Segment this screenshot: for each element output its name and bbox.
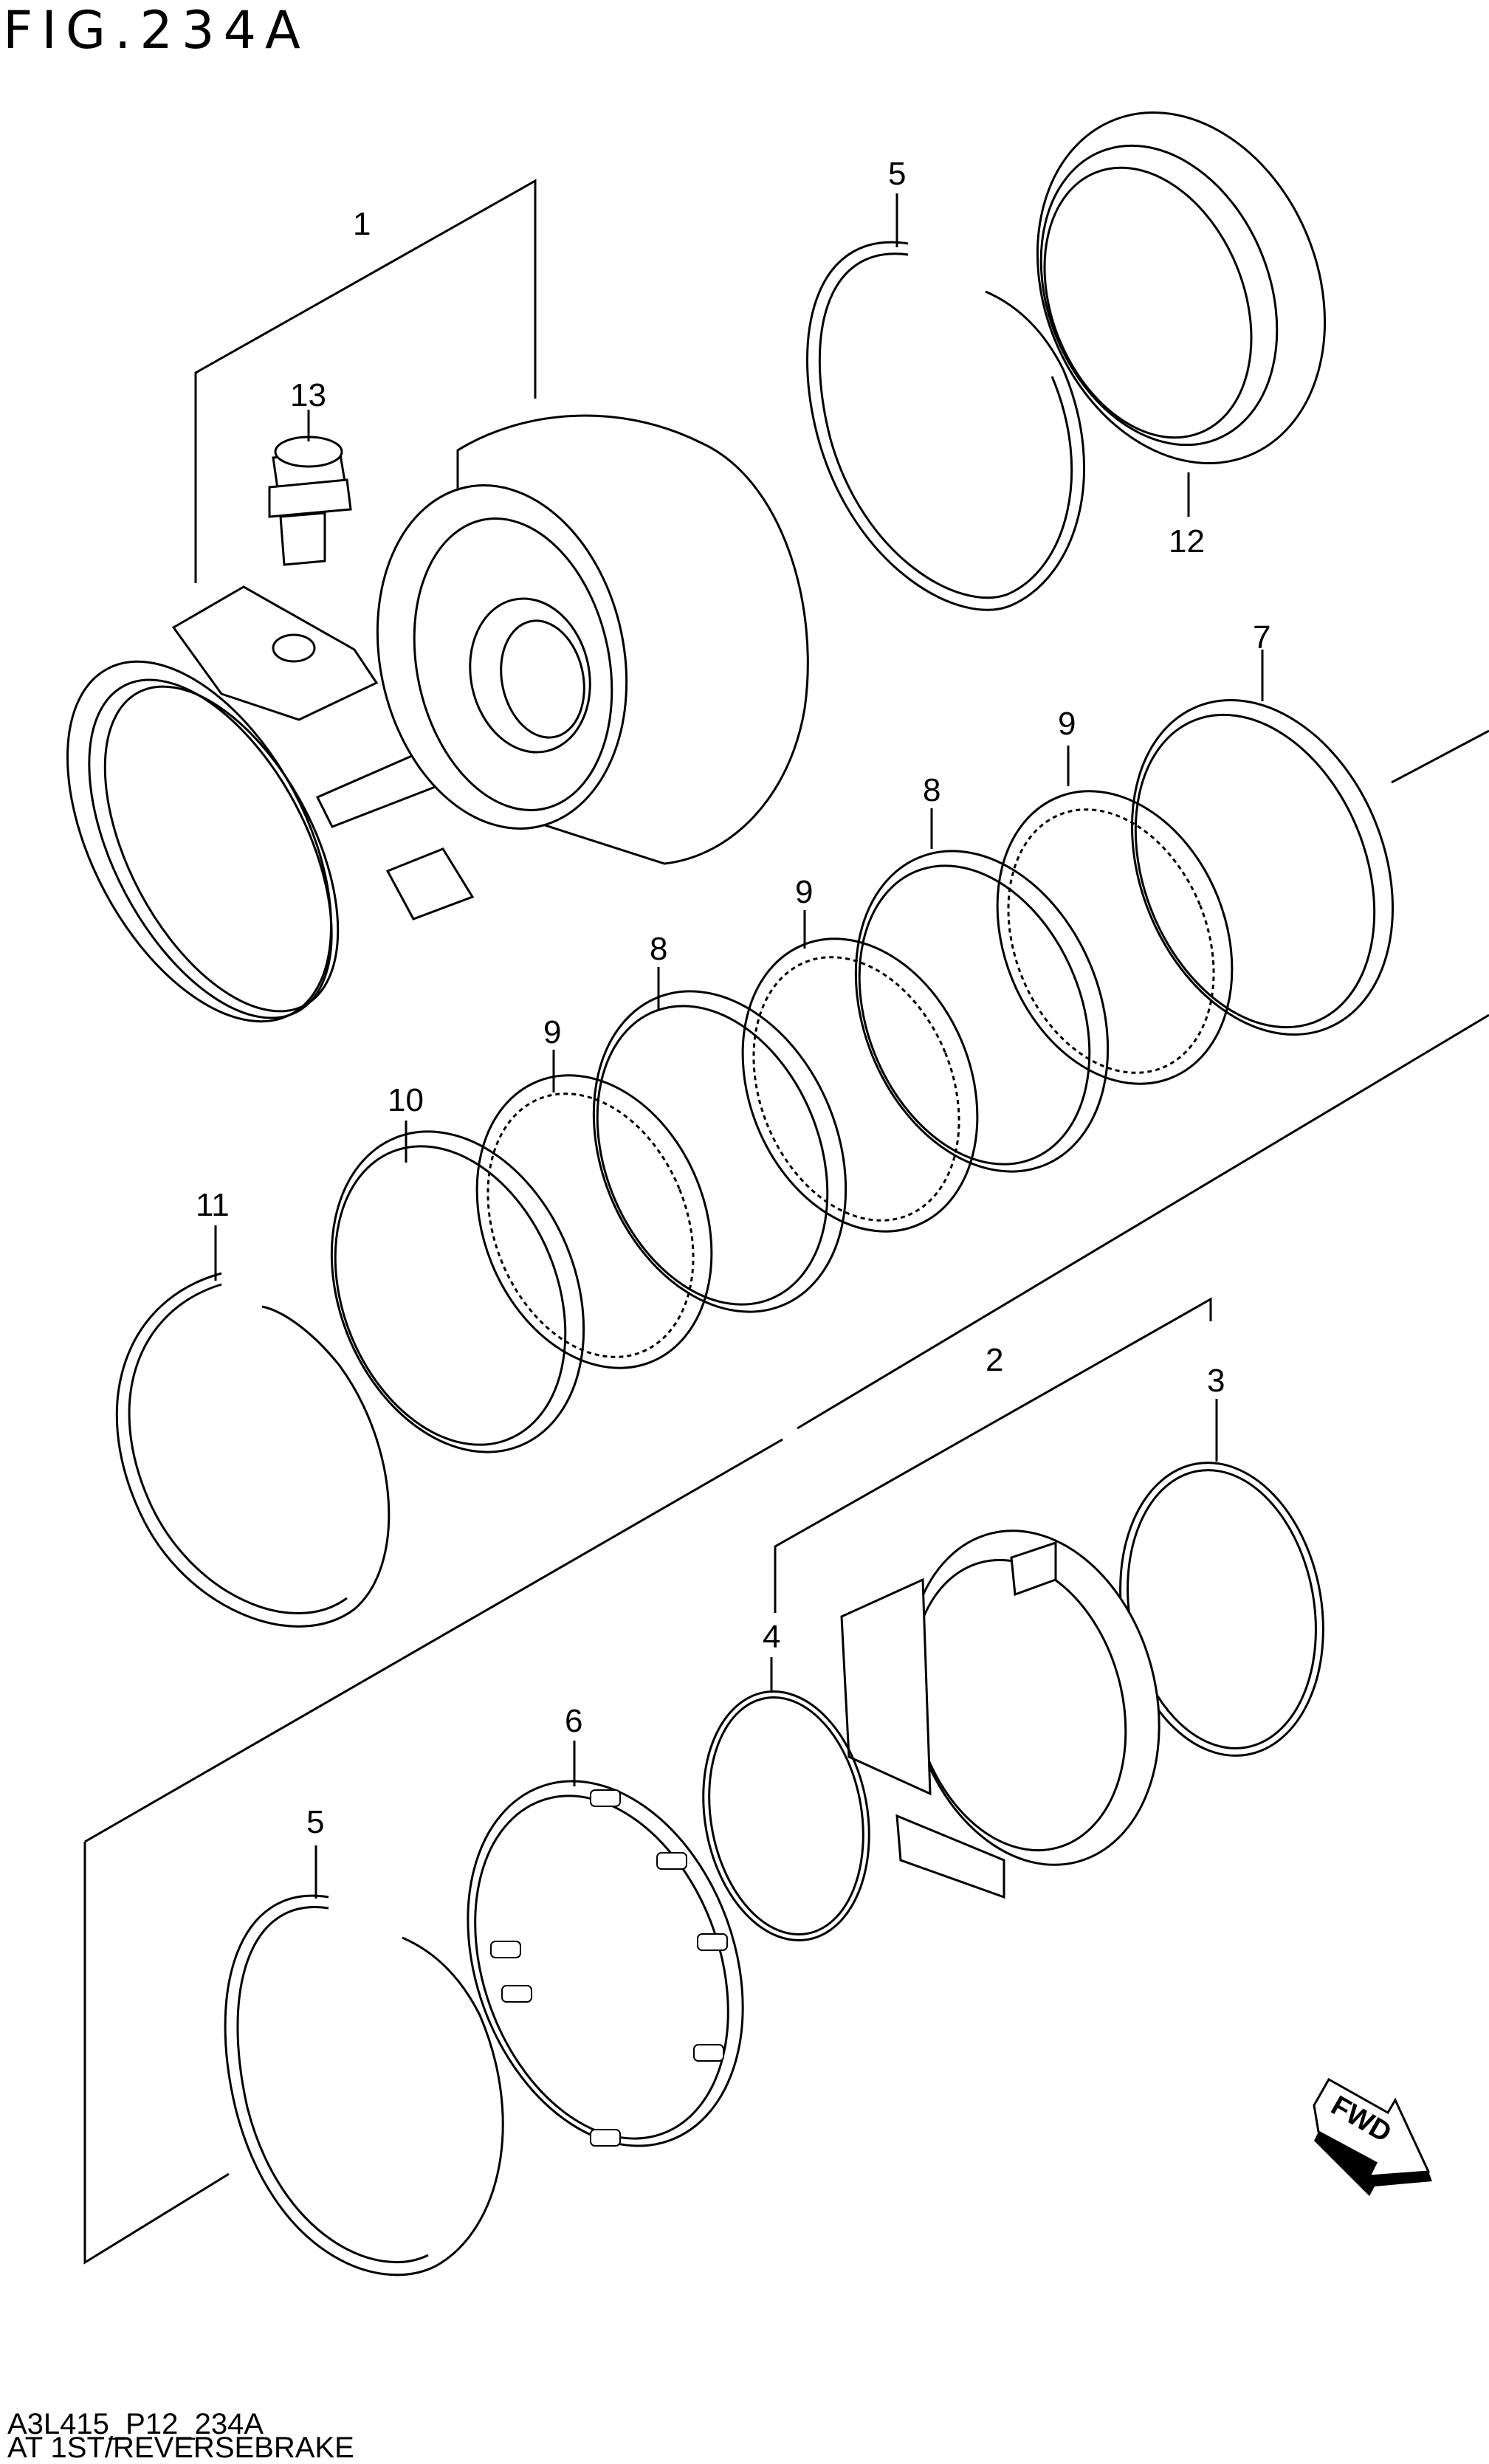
friction-disc-part-9-right	[996, 746, 1234, 1085]
one-way-clutch-part-12	[1036, 111, 1327, 517]
fwd-arrow-icon: FWD	[1313, 2077, 1432, 2196]
group-frame-right-top	[1391, 729, 1489, 784]
snap-ring-part-5-lower	[224, 1845, 504, 2277]
group-frame-part-2	[774, 1297, 1212, 1613]
plate-part-8-middle	[592, 967, 847, 1313]
snap-ring-part-11	[115, 1225, 391, 1628]
snap-ring-part-5-upper	[806, 193, 1085, 611]
plate-part-8-right	[854, 808, 1110, 1173]
brake-band-part-1	[66, 585, 475, 1023]
callout-part-9-left: 9	[543, 1014, 561, 1050]
callout-part-4: 4	[763, 1619, 780, 1655]
drawing-code: A3L415_P12_234A	[7, 2408, 264, 2440]
return-spring-part-6	[467, 1741, 744, 2147]
callout-part-9-middle: 9	[795, 874, 813, 910]
figure-title: FIG.234A	[3, 0, 309, 61]
callout-part-2: 2	[986, 1342, 1003, 1378]
group-frame-upper	[194, 179, 537, 583]
callout-part-6: 6	[565, 1703, 582, 1739]
group-frame-lower-left	[83, 1842, 230, 2265]
friction-disc-part-9-middle	[741, 910, 979, 1233]
group-frame-right-mid	[797, 1014, 1489, 1430]
callout-part-12: 12	[1169, 523, 1205, 560]
callout-part-13: 13	[290, 377, 326, 413]
callout-part-1: 1	[353, 206, 371, 242]
piston-part-2	[840, 1529, 1160, 1899]
group-frame-left-diag	[84, 1438, 783, 1843]
drawing-name: AT 1ST/REVERSEBRAKE	[7, 2432, 354, 2464]
friction-disc-part-9-left	[475, 1050, 713, 1369]
brake-drum-hub	[376, 414, 809, 865]
callout-part-11: 11	[196, 1187, 230, 1223]
callout-part-7: 7	[1253, 619, 1270, 655]
callout-part-10: 10	[388, 1082, 424, 1118]
callout-part-8-left: 8	[650, 931, 667, 967]
plate-part-10	[330, 1121, 585, 1453]
seal-ring-part-4	[702, 1657, 870, 1942]
callout-part-8-right: 8	[923, 772, 940, 808]
plug-part-13	[268, 410, 352, 566]
callout-part-3: 3	[1207, 1363, 1225, 1399]
callout-part-5-lower: 5	[306, 1804, 324, 1840]
plate-part-7	[1130, 650, 1395, 1036]
callout-part-9-right: 9	[1058, 706, 1076, 742]
callout-part-5-upper: 5	[888, 156, 906, 192]
